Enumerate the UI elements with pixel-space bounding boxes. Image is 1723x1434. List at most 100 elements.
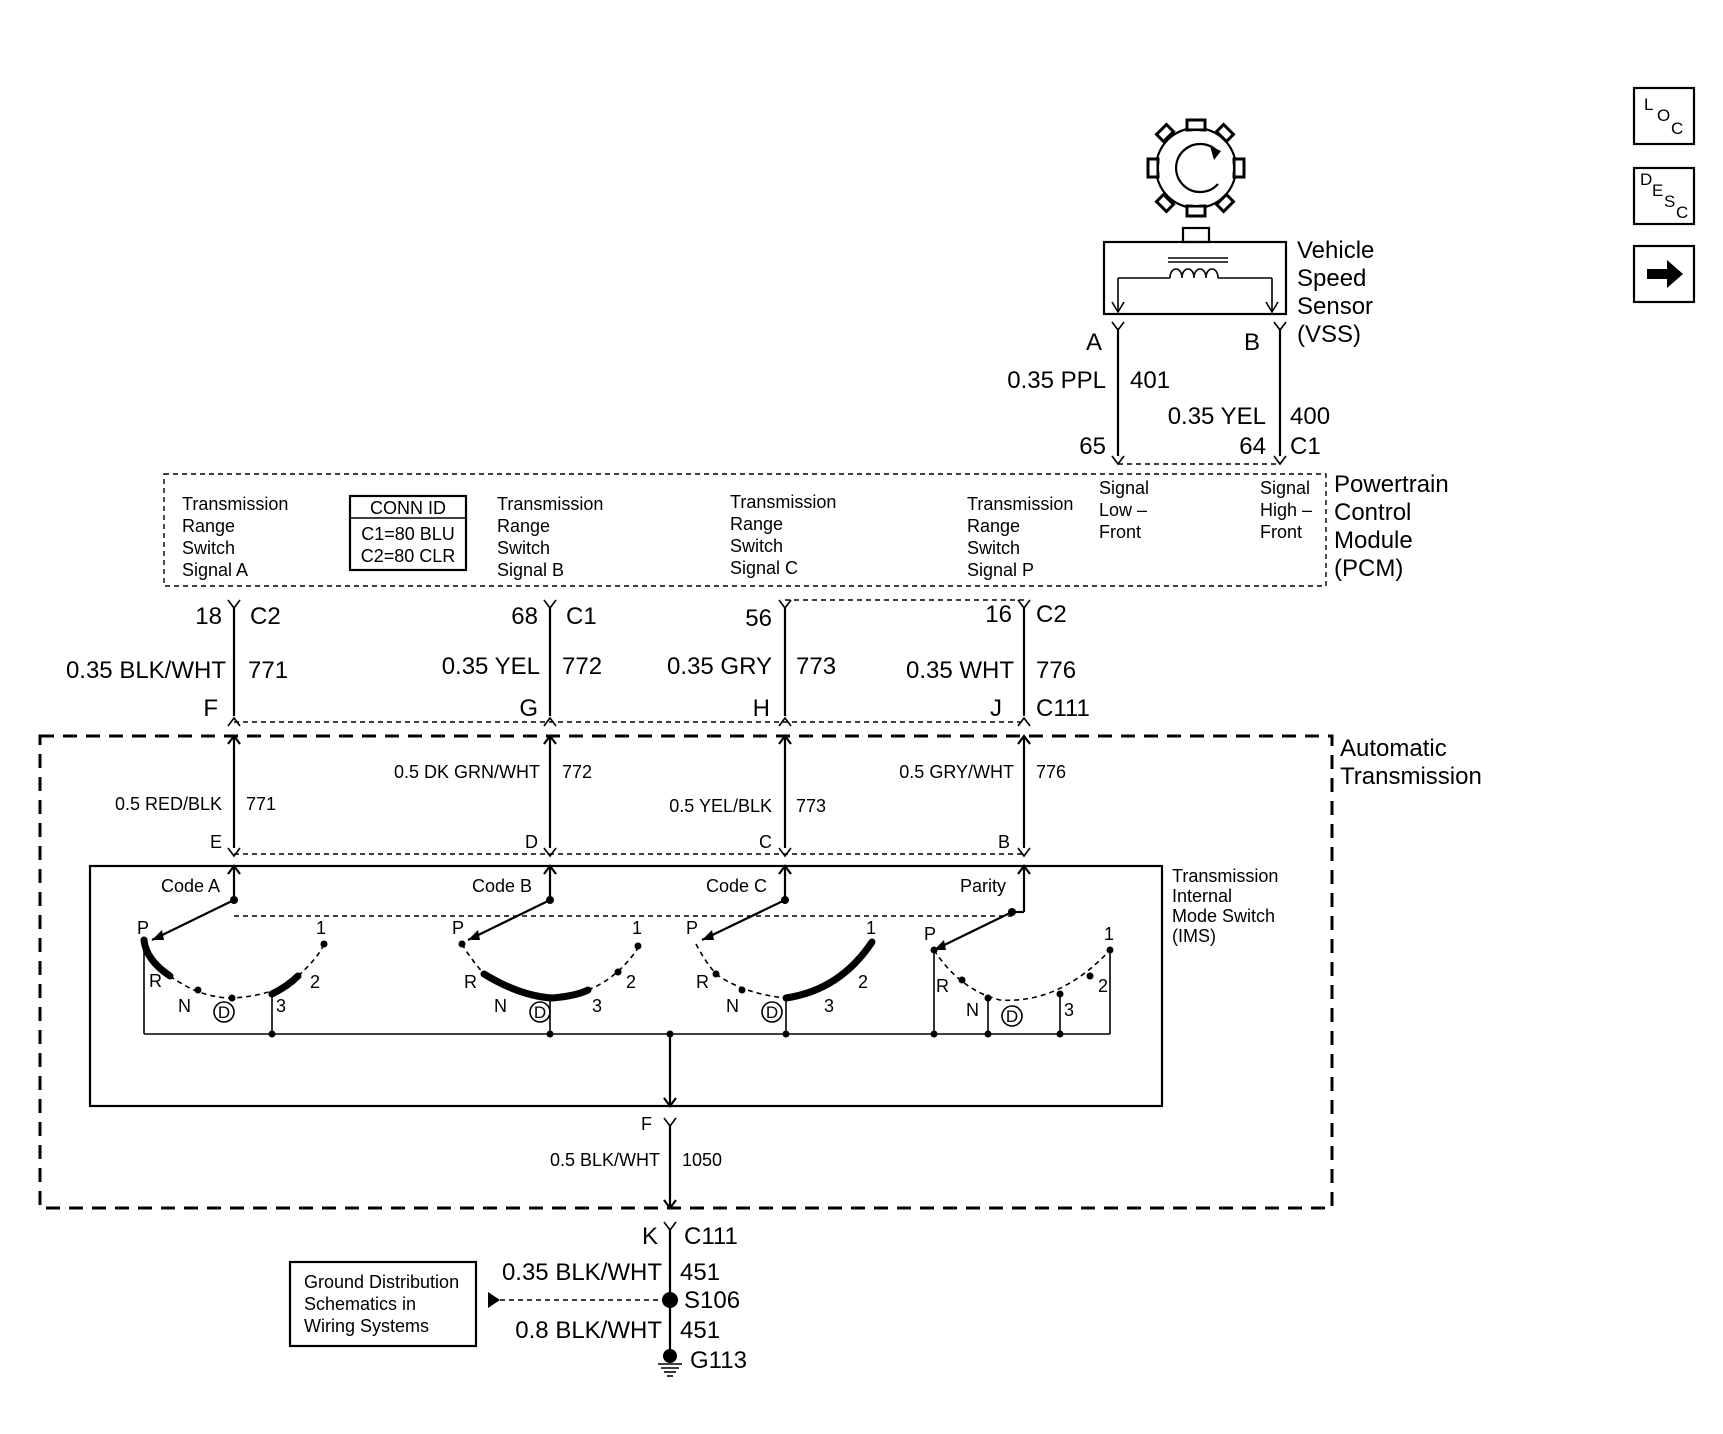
trans-wire-772: 0.5 DK GRN/WHT 772 D: [394, 734, 592, 858]
svg-text:2: 2: [858, 972, 868, 992]
svg-text:0.35 BLK/WHT: 0.35 BLK/WHT: [66, 657, 226, 684]
automatic-transmission-label: Automatic Transmission: [1340, 735, 1482, 790]
svg-text:(PCM): (PCM): [1334, 555, 1403, 582]
svg-text:Signal: Signal: [1260, 478, 1310, 498]
svg-text:N: N: [966, 1000, 979, 1020]
svg-text:B: B: [998, 832, 1010, 852]
pcm-signal-a-label: Transmission Range Switch Signal A: [182, 494, 288, 580]
svg-text:Mode Switch: Mode Switch: [1172, 906, 1275, 926]
svg-text:0.8 BLK/WHT: 0.8 BLK/WHT: [515, 1317, 662, 1344]
svg-text:451: 451: [680, 1259, 720, 1286]
svg-text:3: 3: [276, 996, 286, 1016]
trans-wire-773: 0.5 YEL/BLK 773 C: [669, 734, 826, 858]
wire-401-circuit: 401: [1130, 367, 1170, 394]
svg-text:Switch: Switch: [182, 538, 235, 558]
svg-text:Range: Range: [497, 516, 550, 536]
connector-symbol: [1273, 321, 1287, 332]
pcm-pin-64: 64: [1239, 433, 1266, 460]
vss-coil-icon: [1111, 257, 1279, 314]
svg-text:451: 451: [680, 1317, 720, 1344]
svg-text:Transmission: Transmission: [182, 494, 288, 514]
svg-text:C111: C111: [684, 1223, 738, 1250]
svg-text:Transmission: Transmission: [730, 492, 836, 512]
pcm-signal-high-label: Signal High – Front: [1260, 478, 1312, 542]
ims-box: [88, 864, 1164, 1108]
svg-text:High –: High –: [1260, 500, 1312, 520]
svg-text:D: D: [1006, 1007, 1018, 1026]
svg-text:C2=80 CLR: C2=80 CLR: [361, 546, 456, 566]
svg-text:Ground Distribution: Ground Distribution: [304, 1272, 459, 1292]
svg-text:773: 773: [796, 796, 826, 816]
svg-text:Range: Range: [182, 516, 235, 536]
svg-text:1: 1: [1104, 924, 1114, 944]
svg-text:Signal A: Signal A: [182, 560, 248, 580]
svg-text:3: 3: [1064, 1000, 1074, 1020]
desc-button[interactable]: D E S C: [1632, 166, 1696, 226]
svg-text:0.35 WHT: 0.35 WHT: [906, 657, 1014, 684]
svg-text:CONN ID: CONN ID: [370, 498, 446, 518]
ground-circuit-451: K C111 0.35 BLK/WHT 451 S106 0.8 BLK/WHT…: [502, 1221, 740, 1352]
svg-text:3: 3: [824, 996, 834, 1016]
svg-text:Speed: Speed: [1297, 265, 1366, 292]
svg-text:16: 16: [985, 601, 1012, 628]
svg-text:C: C: [759, 832, 772, 852]
switch-code-a-label: Code A: [161, 876, 220, 896]
svg-text:Control: Control: [1334, 499, 1411, 526]
right-arrow-icon: [1647, 260, 1683, 288]
svg-text:Sensor: Sensor: [1297, 293, 1373, 320]
svg-text:Vehicle: Vehicle: [1297, 237, 1374, 264]
wire-400-circuit: 400: [1290, 403, 1330, 430]
svg-text:D: D: [534, 1003, 546, 1022]
svg-text:N: N: [494, 996, 507, 1016]
svg-text:(IMS): (IMS): [1172, 926, 1216, 946]
svg-text:D: D: [218, 1003, 230, 1022]
ims-label: Transmission Internal Mode Switch (IMS): [1172, 866, 1278, 946]
svg-text:Wiring Systems: Wiring Systems: [304, 1316, 429, 1336]
svg-text:S106: S106: [684, 1287, 740, 1314]
ground-distribution-reference[interactable]: Ground Distribution Schematics in Wiring…: [288, 1260, 478, 1348]
svg-text:Signal: Signal: [1099, 478, 1149, 498]
switch-code-a-positions: P R N D 3 2 1: [137, 918, 326, 1023]
vss-pin-b: B: [1244, 329, 1260, 356]
svg-text:(VSS): (VSS): [1297, 321, 1361, 348]
svg-text:771: 771: [246, 794, 276, 814]
svg-text:C1=80 BLU: C1=80 BLU: [361, 524, 455, 544]
svg-text:N: N: [726, 996, 739, 1016]
svg-text:D: D: [525, 832, 538, 852]
svg-text:Range: Range: [730, 514, 783, 534]
svg-text:D: D: [766, 1003, 778, 1022]
switch-code-b-label: Code B: [472, 876, 532, 896]
loc-button[interactable]: L O C: [1632, 86, 1696, 146]
trans-ground-wire-1050: F 0.5 BLK/WHT 1050: [550, 1114, 722, 1210]
wire-400-spec: 0.35 YEL: [1168, 403, 1266, 430]
svg-text:Front: Front: [1099, 522, 1141, 542]
switch-code-c-positions: P R N D 3 2 1: [686, 918, 876, 1023]
svg-text:K: K: [642, 1223, 658, 1250]
svg-text:P: P: [686, 918, 698, 938]
svg-text:0.5 RED/BLK: 0.5 RED/BLK: [115, 794, 222, 814]
svg-text:3: 3: [592, 996, 602, 1016]
svg-text:J: J: [990, 695, 1002, 722]
svg-text:0.35 GRY: 0.35 GRY: [667, 653, 772, 680]
svg-text:R: R: [464, 972, 477, 992]
automatic-transmission-box: [38, 734, 1334, 1210]
svg-text:Switch: Switch: [730, 536, 783, 556]
svg-text:Switch: Switch: [497, 538, 550, 558]
svg-text:E: E: [210, 832, 222, 852]
trans-wire-776: 0.5 GRY/WHT 776 B: [899, 734, 1066, 858]
vss-label: Vehicle Speed Sensor (VSS): [1297, 237, 1374, 348]
svg-text:P: P: [137, 918, 149, 938]
svg-text:56: 56: [745, 605, 772, 632]
svg-text:Transmission: Transmission: [497, 494, 603, 514]
svg-text:F: F: [203, 695, 218, 722]
svg-text:P: P: [452, 918, 464, 938]
connector-symbol: [1111, 321, 1125, 332]
svg-text:0.5 DK GRN/WHT: 0.5 DK GRN/WHT: [394, 762, 540, 782]
vss-reluctor-wheel-icon: [1146, 118, 1246, 218]
next-arrow-button[interactable]: [1632, 244, 1696, 304]
ground-g113-label: G113: [690, 1347, 747, 1374]
svg-text:Front: Front: [1260, 522, 1302, 542]
loc-letter-l: L: [1644, 95, 1653, 114]
switch-code-a: [140, 896, 328, 1034]
